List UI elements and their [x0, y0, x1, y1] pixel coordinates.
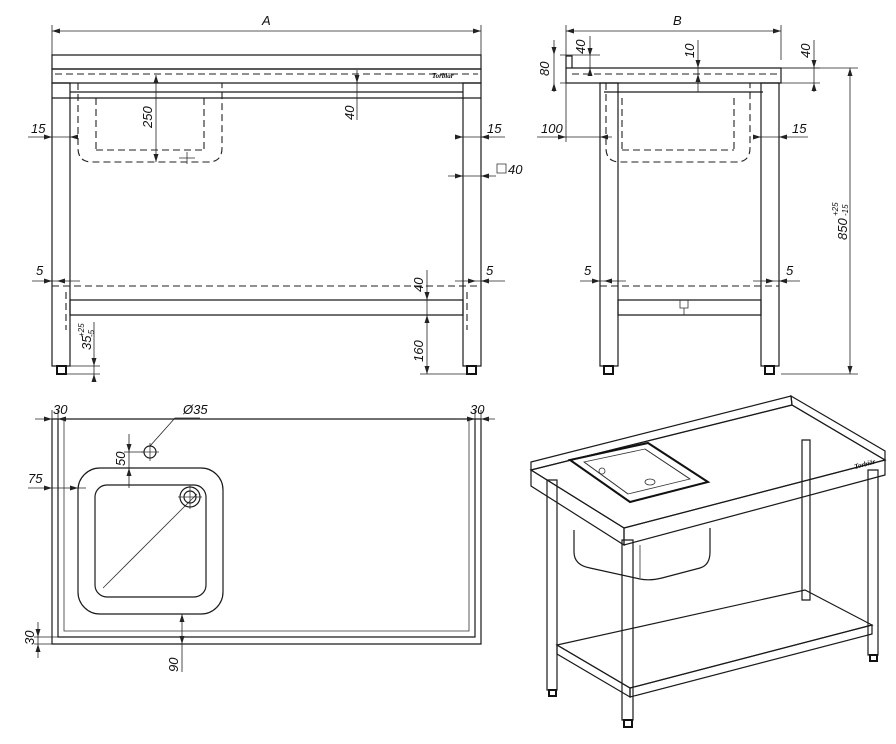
top-inner-rim: [58, 419, 475, 637]
shelf-height-label: 160: [411, 340, 426, 362]
setback-label: 100: [541, 121, 563, 136]
side-view: B 80 40 10: [537, 13, 858, 374]
iso-tap-hole: [599, 468, 605, 474]
height-tol-lower: -15: [841, 204, 850, 216]
side-right-leg: [761, 83, 779, 366]
front-sink-hidden: [78, 83, 222, 162]
sink-offset-bottom-label: 90: [166, 657, 181, 672]
iso-right-edge: [624, 460, 885, 545]
top-thickness-label: 40: [342, 105, 357, 120]
top-outline: [52, 419, 481, 644]
top-sheet-label: 10: [682, 43, 697, 58]
brand-mark-iso: Torbiär: [853, 458, 876, 471]
square-profile-icon: [497, 164, 506, 173]
dimension-a-label: A: [261, 13, 271, 28]
iso-foot-1: [549, 690, 556, 696]
dimension-b-label: B: [673, 13, 682, 28]
top-edge-label: 40: [798, 43, 813, 58]
side-left-foot: [604, 366, 613, 374]
iso-leg-front-left: [547, 480, 557, 690]
tap-hole-dia-label: Ø35: [182, 402, 208, 417]
front-right-leg: [463, 83, 481, 366]
iso-foot-2: [624, 720, 632, 727]
upstand-height-label: 40: [573, 39, 588, 54]
front-worktop: [52, 69, 481, 83]
height-tol-upper: +25: [831, 202, 840, 216]
side-shelf: [618, 300, 761, 315]
iso-sink-opening: [570, 443, 708, 502]
brand-mark-front: Torbiär: [432, 72, 454, 80]
bottom-margin-label: 30: [22, 630, 37, 645]
tap-hole-offset-label: 50: [113, 451, 128, 466]
margin-right-label: 30: [470, 402, 485, 417]
sink-offset-left-label: 75: [28, 471, 43, 486]
iso-sink-bowl: [574, 528, 710, 580]
margin-left-label: 30: [53, 402, 68, 417]
shelf-thickness-label: 40: [411, 277, 426, 292]
height-label: 850: [835, 218, 850, 240]
top-sink-outer: [78, 468, 223, 614]
foot-adjust-label: 35: [79, 335, 94, 350]
front-shelf: [70, 300, 463, 315]
side-edge-right-label: 15: [792, 121, 807, 136]
side-shelf-right-label: 5: [786, 263, 794, 278]
iso-worktop: [531, 405, 885, 528]
iso-foot-3: [870, 655, 877, 661]
side-worktop: [566, 68, 781, 83]
leg-profile-label: 40: [508, 162, 523, 177]
edge-left-label: 15: [31, 121, 46, 136]
sink-depth-label: 250: [140, 106, 155, 129]
front-upstand: [52, 55, 481, 69]
side-upstand: [566, 56, 572, 68]
side-right-foot: [765, 366, 774, 374]
front-view: A Torbiär 250 40 15: [28, 13, 523, 382]
foot-adjust-tol-lower: -5: [87, 329, 96, 337]
top-view: Ø35 50 30 30 75 30 9: [22, 402, 495, 672]
side-left-leg: [600, 83, 618, 366]
edge-right-label: 15: [487, 121, 502, 136]
iso-leg-back-left: [802, 440, 810, 600]
iso-leg-back-right: [868, 470, 878, 655]
isometric-view: Torbiär: [531, 396, 885, 727]
top-sink-inner: [95, 485, 206, 597]
front-left-foot: [57, 366, 66, 374]
front-left-leg: [52, 83, 70, 366]
front-right-foot: [467, 366, 476, 374]
shelf-right-label: 5: [486, 263, 494, 278]
side-shelf-left-label: 5: [584, 263, 592, 278]
foot-adjust-tol-upper: +25: [77, 323, 86, 337]
side-sink-hidden: [606, 83, 750, 162]
upstand-total-label: 80: [537, 61, 552, 76]
shelf-left-label: 5: [36, 263, 44, 278]
